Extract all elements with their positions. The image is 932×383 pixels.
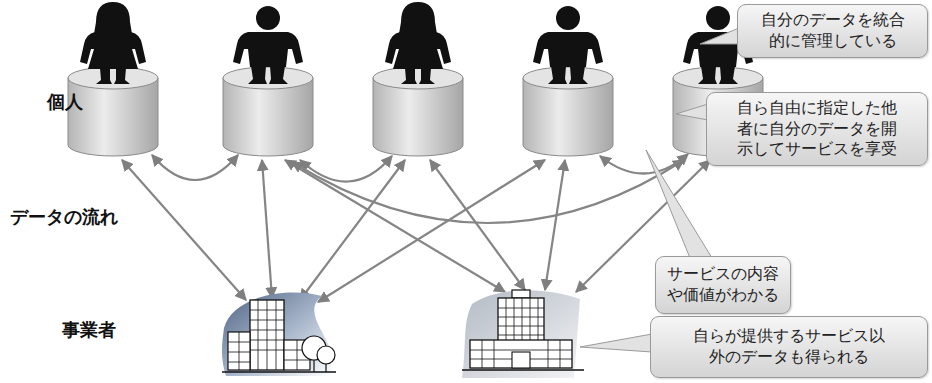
callout-tail bbox=[646, 150, 712, 258]
flow-arrow bbox=[600, 154, 688, 174]
callout-box: 自ら自由に指定した他 者に自分のデータを開 示してサービスを享受 bbox=[706, 92, 928, 166]
building-wing bbox=[228, 332, 250, 370]
building-roof bbox=[512, 290, 530, 298]
tree bbox=[317, 346, 335, 364]
callout-box: 自らが提供するサービス以 外のデータも得られる bbox=[650, 316, 928, 378]
building-windows bbox=[228, 332, 250, 370]
database-top bbox=[673, 67, 763, 89]
flow-arrow bbox=[152, 155, 238, 180]
building-base bbox=[470, 340, 572, 368]
row-label: 個人 bbox=[47, 90, 83, 114]
person-figure bbox=[533, 6, 603, 84]
flow-arrow bbox=[122, 160, 246, 300]
callout-tail bbox=[700, 28, 739, 44]
building-windows bbox=[498, 298, 544, 340]
database-cylinder bbox=[68, 78, 158, 156]
callout-box: サービスの内容 や価値がわかる bbox=[655, 256, 791, 314]
ground-line bbox=[462, 369, 584, 370]
building-windows bbox=[250, 300, 284, 370]
database-cylinder bbox=[223, 78, 313, 156]
building-backdrop bbox=[462, 290, 580, 378]
ground-line bbox=[222, 371, 336, 372]
person-figure bbox=[233, 6, 303, 84]
building-tower bbox=[250, 300, 284, 370]
callout-tail bbox=[676, 104, 708, 120]
callout-box: 自分のデータを統合 的に管理している bbox=[737, 4, 928, 58]
callout-text: 自ら自由に指定した他 者に自分のデータを開 示してサービスを享受 bbox=[713, 98, 921, 160]
database-top bbox=[68, 67, 158, 89]
person-figure bbox=[80, 2, 146, 84]
building-windows bbox=[470, 340, 572, 368]
callout-text: サービスの内容 や価値がわかる bbox=[662, 264, 784, 306]
database-cylinder bbox=[523, 78, 613, 156]
row-label: データの流れ bbox=[10, 205, 118, 229]
flow-arrow bbox=[430, 160, 525, 290]
flow-arrow bbox=[300, 156, 392, 182]
flow-arrow bbox=[262, 160, 272, 298]
flow-arrow bbox=[545, 160, 565, 290]
database-top bbox=[523, 67, 613, 89]
building-entrance bbox=[512, 352, 530, 368]
callout-text: 自分のデータを統合 的に管理している bbox=[744, 10, 921, 52]
callout-text: 自らが提供するサービス以 外のデータも得られる bbox=[657, 326, 921, 368]
person-figure bbox=[385, 2, 451, 84]
database-top bbox=[223, 67, 313, 89]
database-cylinder bbox=[373, 78, 463, 156]
callout-tail bbox=[580, 334, 652, 352]
building-backdrop bbox=[222, 293, 332, 376]
flow-arrow bbox=[285, 160, 505, 292]
row-label: 事業者 bbox=[62, 318, 116, 342]
database-top bbox=[373, 67, 463, 89]
